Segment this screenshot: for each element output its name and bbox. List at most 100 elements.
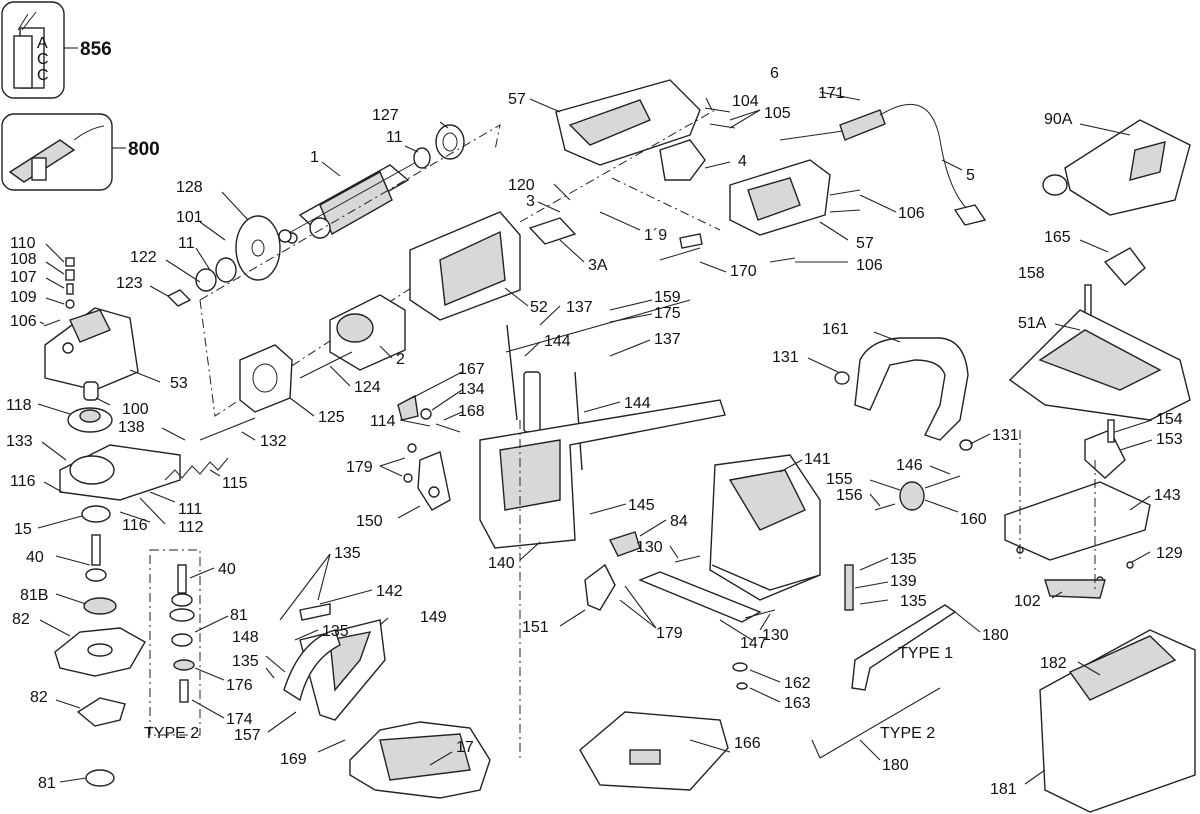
- bracket-150: [417, 451, 451, 511]
- pin-158: [1084, 284, 1092, 316]
- label-179a: 179: [346, 459, 373, 476]
- label-3: 3: [526, 193, 535, 210]
- label-19: 1´9: [644, 227, 667, 244]
- label-116a: 116: [10, 473, 36, 490]
- label-175: 175: [654, 305, 681, 322]
- label-167: 167: [458, 361, 485, 378]
- label-144b: 144: [624, 395, 651, 412]
- label-123: 123: [116, 275, 143, 292]
- label-101: 101: [176, 209, 203, 226]
- label-81c: 81: [230, 607, 248, 624]
- label-144a: 144: [544, 333, 571, 350]
- label-159: 159: [654, 289, 681, 306]
- scale-147: [638, 571, 762, 623]
- label-137a: 137: [566, 299, 593, 316]
- plate-142: [299, 603, 331, 621]
- label-176: 176: [226, 677, 253, 694]
- label-106c: 106: [856, 257, 883, 274]
- armature-1: [279, 159, 421, 244]
- pin-156: [874, 503, 896, 511]
- washer-162: [732, 662, 748, 672]
- screw-132: [199, 417, 256, 441]
- label-122: 122: [130, 249, 157, 266]
- label-174: 174: [226, 711, 253, 728]
- housing-half-57b: [729, 159, 831, 236]
- baffle-128: [278, 229, 292, 243]
- washer-15: [81, 505, 111, 523]
- label-146: 146: [896, 457, 923, 474]
- cutter-82a: [54, 627, 146, 677]
- handle-161: [854, 337, 969, 441]
- brush-assembly-800: [1, 113, 113, 191]
- label-51a: 51A: [1018, 315, 1047, 332]
- screw-146: [924, 475, 961, 489]
- label-131b: 131: [992, 427, 1019, 444]
- case-181: [1039, 629, 1196, 813]
- bushing-100: [83, 381, 99, 401]
- baffle-125: [239, 344, 293, 413]
- label-142: 142: [376, 583, 403, 600]
- label-800: 800: [128, 139, 160, 160]
- fence-140: [479, 399, 726, 549]
- knob-160: [899, 481, 925, 511]
- field-housing-52: [409, 211, 521, 321]
- label-115: 115: [222, 475, 248, 492]
- label-17: 17: [456, 739, 474, 756]
- nut-163: [736, 682, 748, 690]
- label-148: 148: [232, 629, 259, 646]
- label-4: 4: [738, 153, 747, 170]
- label-163: 163: [784, 695, 811, 712]
- label-112: 112: [178, 519, 204, 536]
- label-2: 2: [396, 351, 405, 368]
- knob-pin-137: [523, 371, 541, 433]
- kit-letter-c2: C: [37, 67, 49, 84]
- label-155: 155: [826, 471, 853, 488]
- rack-139: [844, 564, 854, 611]
- label-138: 138: [118, 419, 145, 436]
- brush-3a: [528, 217, 577, 245]
- label-166: 166: [734, 735, 761, 752]
- leader-lines: [37, 91, 1153, 785]
- screw-130a: [674, 555, 701, 563]
- label-131a: 131: [772, 349, 799, 366]
- label-130b: 130: [762, 627, 789, 644]
- label-105: 105: [764, 105, 791, 122]
- base-plate-17: [349, 721, 491, 799]
- label-134: 134: [458, 381, 485, 398]
- label-143: 143: [1154, 487, 1181, 504]
- label-109: 109: [10, 289, 37, 306]
- nut-123: [166, 289, 192, 307]
- label-40b: 40: [218, 561, 236, 578]
- label-57b: 57: [856, 235, 874, 252]
- field-2: [329, 294, 406, 371]
- label-106a: 106: [10, 313, 37, 330]
- label-170: 170: [730, 263, 757, 280]
- label-11a: 11: [386, 129, 403, 146]
- label-162: 162: [784, 675, 811, 692]
- bracket-151: [584, 563, 616, 611]
- label-118: 118: [6, 397, 32, 414]
- type2-spindle-parts: [169, 564, 195, 703]
- gear-case-53: [44, 307, 139, 391]
- label-104: 104: [732, 93, 759, 110]
- label-15: 15: [14, 521, 32, 538]
- base-51a: [1008, 309, 1191, 421]
- bracket-153: [1084, 429, 1126, 479]
- label-53: 53: [170, 375, 188, 392]
- label-106b: 106: [898, 205, 925, 222]
- label-133: 133: [6, 433, 33, 450]
- screws-110-109: [43, 257, 75, 327]
- label-181: 181: [990, 781, 1017, 798]
- label-82b: 82: [30, 689, 48, 706]
- part-labels: 127 11 1 128 101 11 122 123 110 108 107 …: [6, 65, 1183, 798]
- label-130a: 130: [636, 539, 663, 556]
- cutter-82b: [76, 697, 126, 727]
- screw-131b: [959, 439, 973, 451]
- label-127: 127: [372, 107, 399, 124]
- pin-154: [1107, 419, 1115, 443]
- flange-81b: [83, 597, 117, 615]
- label-135b: 135: [322, 623, 349, 640]
- screws-104-105: [704, 107, 736, 129]
- label-145: 145: [628, 497, 655, 514]
